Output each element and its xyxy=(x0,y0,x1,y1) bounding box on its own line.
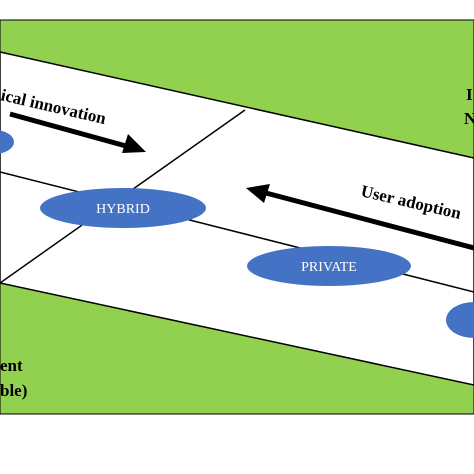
top-right-text-2: N xyxy=(464,109,474,128)
private-node: PRIVATE xyxy=(247,246,411,286)
private-node-label: PRIVATE xyxy=(301,260,357,275)
hybrid-node-label: HYBRID xyxy=(96,202,150,217)
bottom-left-text-2: ble) xyxy=(0,381,27,400)
bottom-left-text-1: ent xyxy=(0,356,23,375)
adoption-arrow xyxy=(246,184,474,251)
innovation-arrow xyxy=(9,111,146,153)
hybrid-node: HYBRID xyxy=(40,188,206,228)
top-right-text-1: I xyxy=(466,85,473,104)
right-partial-node xyxy=(446,302,474,338)
left-partial-node xyxy=(0,130,14,154)
white-band xyxy=(0,51,474,386)
